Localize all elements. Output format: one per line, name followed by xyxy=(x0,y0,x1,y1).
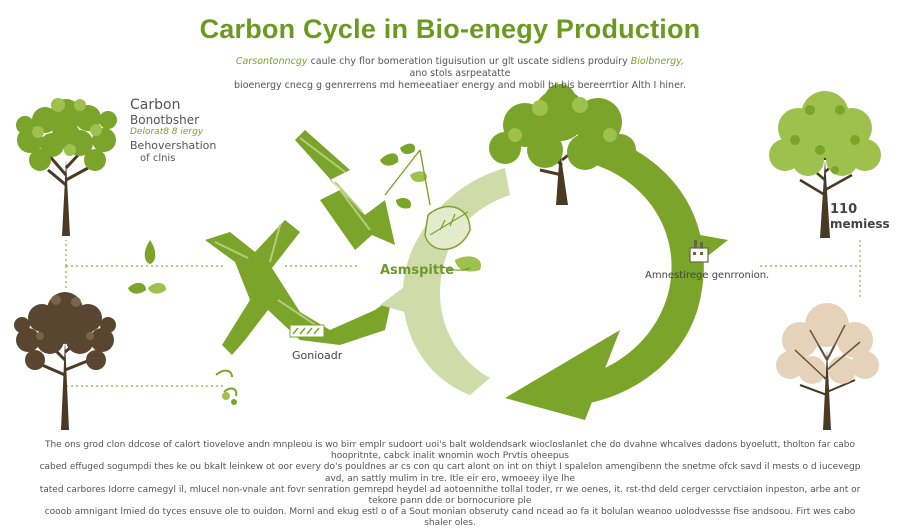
oak-tree-icon xyxy=(489,84,636,205)
absorption-label: Asmspitte xyxy=(380,263,455,278)
bioenergy-label: Delorat8 8 iergy xyxy=(130,127,204,137)
brown-tree-icon xyxy=(14,292,116,430)
leaf-sprig-icon xyxy=(128,240,238,405)
zigzag-arrow-icon xyxy=(295,130,395,250)
bare-tree-icon xyxy=(776,303,879,430)
body-line: cabed effuged sogumpdi thes ke ou bkalt … xyxy=(39,462,861,484)
leafy-tree-icon xyxy=(769,91,881,238)
subtitle-line2: bioenergy cnecg g genrerrens md hemeeati… xyxy=(234,80,686,91)
leaf-sprig-icon xyxy=(380,143,481,272)
dotted-connectors xyxy=(65,240,861,387)
generation-label: Amnestirege genrronion. xyxy=(645,270,770,281)
clinis-label: of clnis xyxy=(140,153,176,164)
page-title: Carbon Cycle in Bio-enegy Production xyxy=(199,14,701,44)
reservoir-label: Bonotbsher xyxy=(130,113,200,127)
behaviour-label: Behovershation xyxy=(130,139,217,152)
body-line: tated carbores Idorre camegyl il, mlucel… xyxy=(39,484,861,507)
subtitle-highlight2: Biolbnergy, xyxy=(630,56,685,67)
subtitle-line1: caule chy flor bomeration tiguisution ur… xyxy=(310,56,628,67)
meniess-label: 110 memiess xyxy=(830,202,890,231)
subtitle-highlight: Carsontonncgy xyxy=(235,56,308,67)
subtitle-line1b: ano stols asrpeatatte xyxy=(409,68,511,79)
meniess-number: 110 xyxy=(830,202,858,217)
meniess-text: memiess xyxy=(830,217,890,231)
subtitle: Carsontonncgy caule chy flor bomeration … xyxy=(230,56,690,92)
body-paragraph: The ons grod clon ddcose of calort tiove… xyxy=(30,440,870,530)
gonioadr-label: Gonioadr xyxy=(292,349,343,362)
diagram-canvas xyxy=(14,84,881,430)
deciduous-tree-icon xyxy=(16,98,117,236)
body-line: The ons grod clon ddcose of calort tiove… xyxy=(44,440,856,462)
body-line: cooob amnigant lmied do tyces ensuve ole… xyxy=(44,507,856,529)
zigzag-arrow-icon xyxy=(205,220,392,355)
carbon-label: Carbon xyxy=(130,97,181,113)
factory-icon xyxy=(689,240,709,263)
